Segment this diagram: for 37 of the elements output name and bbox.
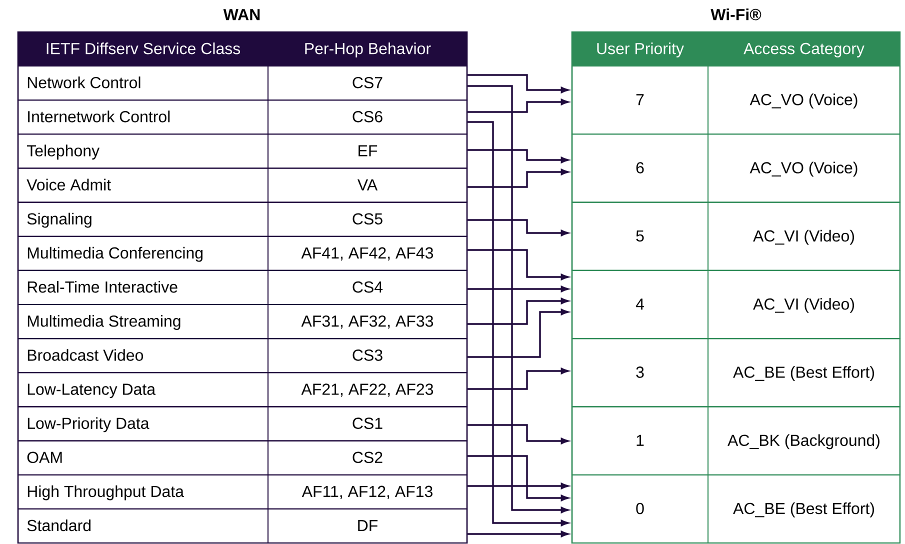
table-row: Voice Admit VA	[17, 168, 468, 203]
table-row: 3 AC_BE (Best Effort)	[571, 338, 901, 408]
arrow	[468, 149, 568, 164]
table-row: 5 AC_VI (Video)	[571, 202, 901, 271]
table-row: 0 AC_BE (Best Effort)	[571, 474, 901, 544]
table-row: Internetwork Control CS6	[17, 100, 468, 135]
table-row: 6 AC_VO (Voice)	[571, 134, 901, 203]
arrow	[468, 298, 568, 325]
table-row: Standard DF	[17, 508, 468, 544]
table-row: OAM CS2	[17, 440, 468, 476]
arrow	[468, 98, 568, 113]
arrow	[468, 530, 568, 538]
arrow	[468, 286, 568, 292]
table-row: 1 AC_BK (Background)	[571, 406, 901, 476]
arrow	[468, 424, 568, 444]
table-row: 4 AC_VI (Video)	[571, 270, 901, 340]
arrow	[468, 249, 568, 280]
table-row: Low-Latency Data AF21, AF22, AF23	[17, 372, 468, 408]
node-label: Wi-Fi®	[710, 8, 762, 20]
table-row: Low-Priority Data CS1	[17, 406, 468, 442]
arrow	[468, 455, 568, 502]
arrow	[468, 368, 568, 390]
node-label: WAN	[223, 9, 260, 20]
table-row: Telephony EF	[17, 134, 468, 169]
arrow	[468, 482, 568, 490]
arrow	[468, 168, 568, 188]
arrow	[468, 219, 568, 236]
arrow	[468, 74, 568, 94]
table-row: Multimedia Conferencing AF41, AF42, AF43	[17, 236, 468, 271]
arrow	[468, 308, 568, 358]
table-row: 7 AC_VO (Voice)	[571, 65, 901, 135]
table-row: Multimedia Streaming AF31, AF32, AF33	[17, 304, 468, 340]
table-row: Signaling CS5	[17, 202, 468, 237]
table-row: Real-Time Interactive CS4	[17, 270, 468, 306]
table-row: High Throughput Data AF11, AF12, AF13	[17, 474, 468, 510]
table-row: Network Control CS7	[17, 65, 468, 101]
table-row: Broadcast Video CS3	[17, 338, 468, 374]
